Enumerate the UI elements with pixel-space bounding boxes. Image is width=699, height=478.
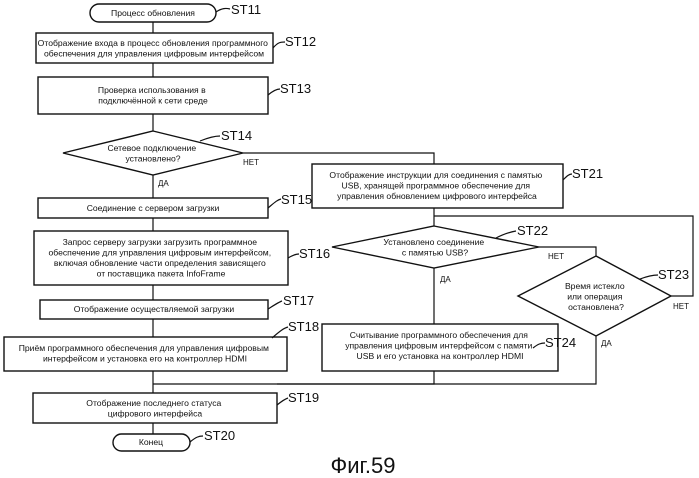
- st21-text: Отображение инструкции для соединения с …: [329, 170, 544, 201]
- st13-line-2: подключённой к сети среде: [98, 96, 208, 106]
- st17-text: Отображение осуществляемой загрузки: [74, 304, 235, 314]
- st13-label: ST13: [280, 81, 311, 96]
- st22-yes-label: ДА: [440, 275, 451, 284]
- st18-line-1: Приём программного обеспечения для управ…: [19, 343, 269, 353]
- st18-line-2: интерфейсом и установка его на контролле…: [43, 354, 247, 364]
- st24-text: Считывание программного обеспечения для …: [345, 330, 535, 361]
- st23-line-2: или операция: [567, 292, 622, 302]
- st13-text: Проверка использования в подключённой к …: [98, 85, 208, 106]
- st16-line-2: обеспечение для управления цифровым инте…: [49, 248, 272, 258]
- st15-text: Соединение с сервером загрузки: [87, 203, 220, 213]
- st21-label: ST21: [572, 166, 603, 181]
- step-leaders: [190, 8, 658, 442]
- st24-line-1: Считывание программного обеспечения для: [350, 330, 529, 340]
- st17-label: ST17: [283, 293, 314, 308]
- st12-text: Отображение входа в процесс обновления п…: [38, 38, 271, 59]
- st17-line-1: Отображение осуществляемой загрузки: [74, 304, 235, 314]
- st14-label: ST14: [221, 128, 252, 143]
- st14-no-label: НЕТ: [243, 158, 259, 167]
- figure-caption: Фиг.59: [331, 453, 396, 478]
- st22-line-2: с памятью USB?: [402, 248, 469, 258]
- st12-line-1: Отображение входа в процесс обновления п…: [38, 38, 268, 48]
- st14-line-2: установлено?: [125, 154, 180, 164]
- st23-text: Время истекло или операция остановлена?: [565, 281, 627, 312]
- st12-label: ST12: [285, 34, 316, 49]
- st23-no-label: НЕТ: [673, 302, 689, 311]
- st23-line-1: Время истекло: [565, 281, 625, 291]
- st18-label: ST18: [288, 319, 319, 334]
- st12-line-2: обеспечения для управления цифровым инте…: [44, 49, 264, 59]
- st14-yes-label: ДА: [158, 179, 169, 188]
- st23-line-3: остановлена?: [568, 302, 624, 312]
- st19-line-2: цифрового интерфейса: [108, 409, 203, 419]
- st19-label: ST19: [288, 390, 319, 405]
- st14-line-1: Сетевое подключение: [107, 143, 196, 153]
- st13-line-1: Проверка использования в: [98, 85, 206, 95]
- st23-label: ST23: [658, 267, 689, 282]
- st21-line-1: Отображение инструкции для соединения с …: [329, 170, 542, 180]
- st24-label: ST24: [545, 335, 576, 350]
- st21-line-2: USB, хранящей программное обеспечение дл…: [342, 181, 531, 191]
- st22-no-label: НЕТ: [548, 252, 564, 261]
- st22-line-1: Установлено соединение: [383, 237, 484, 247]
- st24-line-2: управления цифровым интерфейсом с памяти: [345, 341, 532, 351]
- st20-line-1: Конец: [139, 437, 163, 447]
- st21-line-3: управления обновлением цифрового интерфе…: [337, 191, 537, 201]
- st16-line-1: Запрос серверу загрузки загрузить програ…: [63, 237, 258, 247]
- st16-line-4: от поставщика пакета InfoFrame: [97, 269, 226, 279]
- st23-yes-label: ДА: [601, 339, 612, 348]
- st22-label: ST22: [517, 223, 548, 238]
- st20-label: ST20: [204, 428, 235, 443]
- st18-text: Приём программного обеспечения для управ…: [19, 343, 272, 364]
- st16-line-3: включая обновление части определения зав…: [54, 258, 266, 268]
- st19-line-1: Отображение последнего статуса: [86, 398, 221, 408]
- st20-text: Конец: [139, 437, 163, 447]
- st15-line-1: Соединение с сервером загрузки: [87, 203, 220, 213]
- st11-line-1: Процесс обновления: [111, 8, 195, 18]
- st16-label: ST16: [299, 246, 330, 261]
- st24-line-3: USB и его установка на контроллер HDMI: [357, 351, 524, 361]
- st15-label: ST15: [281, 192, 312, 207]
- st11-text: Процесс обновления: [111, 8, 195, 18]
- st11-label: ST11: [231, 2, 261, 17]
